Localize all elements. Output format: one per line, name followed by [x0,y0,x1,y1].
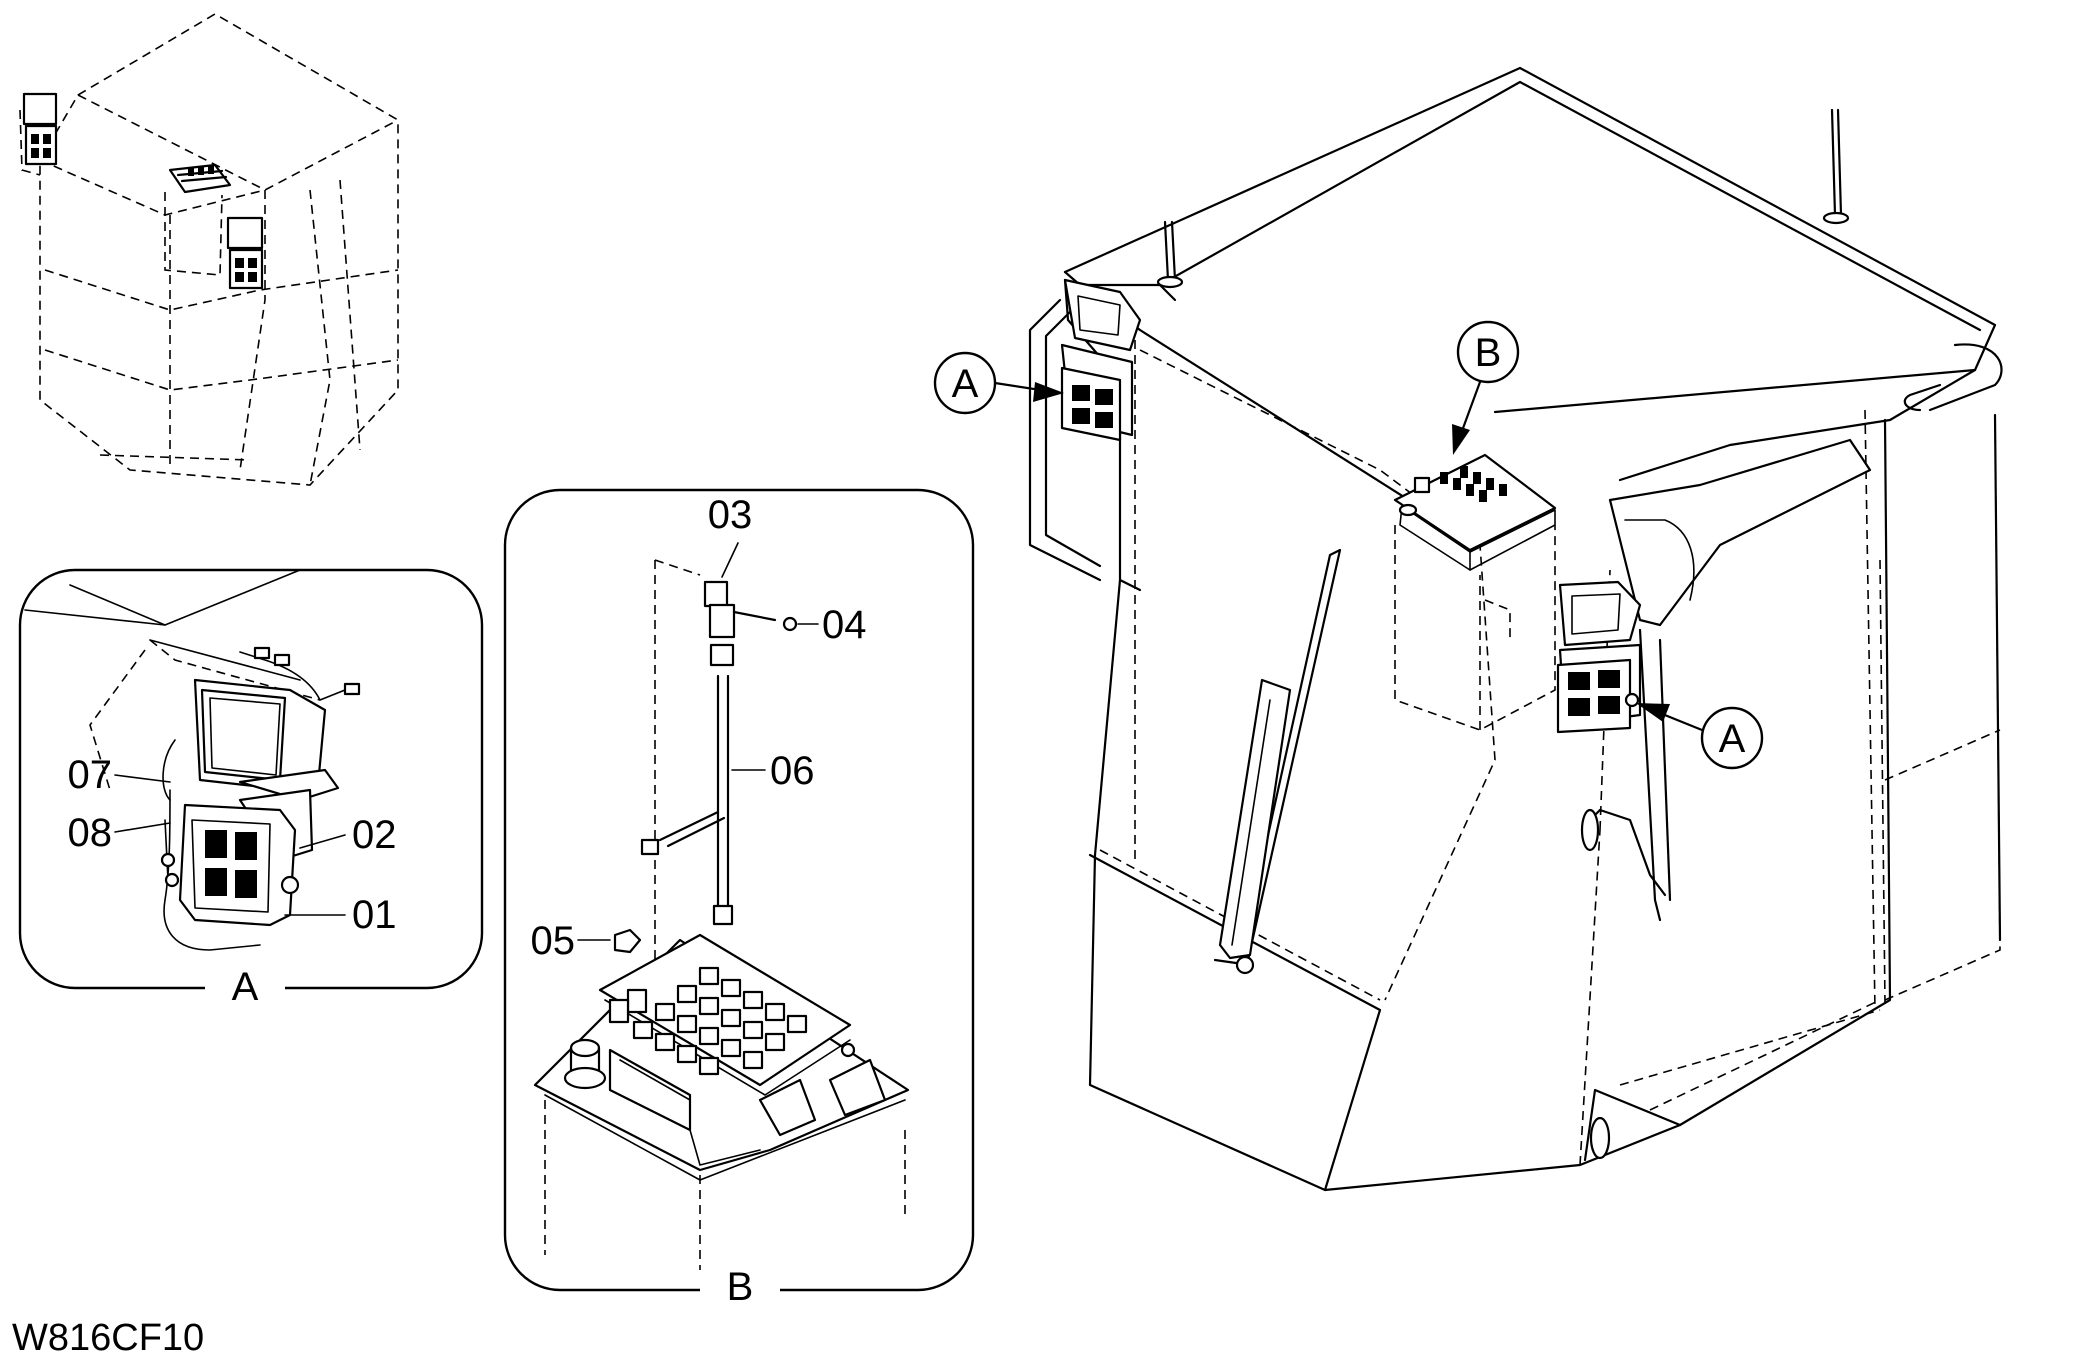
part-06-label: 06 [770,749,815,793]
relay-grid [632,966,808,1076]
callout-b-main: B [1452,320,1520,455]
overview-cab [19,13,399,486]
detail-a-label: A [232,965,259,1009]
drawing-code: W816CF10 [12,1317,204,1359]
part-07-label: 07 [68,753,113,797]
detail-a-panel: A 07 08 02 [18,568,484,1009]
main-cab [1028,66,2003,1192]
callout-a-right: A [1636,703,1764,770]
callout-b-label: B [1475,331,1502,375]
callout-a-left: A [933,351,1064,415]
part-05-label: 05 [531,919,576,963]
part-04-label: 04 [822,603,867,647]
part-02-label: 02 [352,813,397,857]
part-03-label: 03 [708,493,753,537]
part-01-label: 01 [352,893,397,937]
detail-b-label: B [727,1265,754,1309]
part-08-label: 08 [68,811,113,855]
callout-a-right-label: A [1719,717,1746,761]
callout-a-left-label: A [952,362,979,406]
detail-b-panel: B 03 04 06 05 [503,488,975,1309]
